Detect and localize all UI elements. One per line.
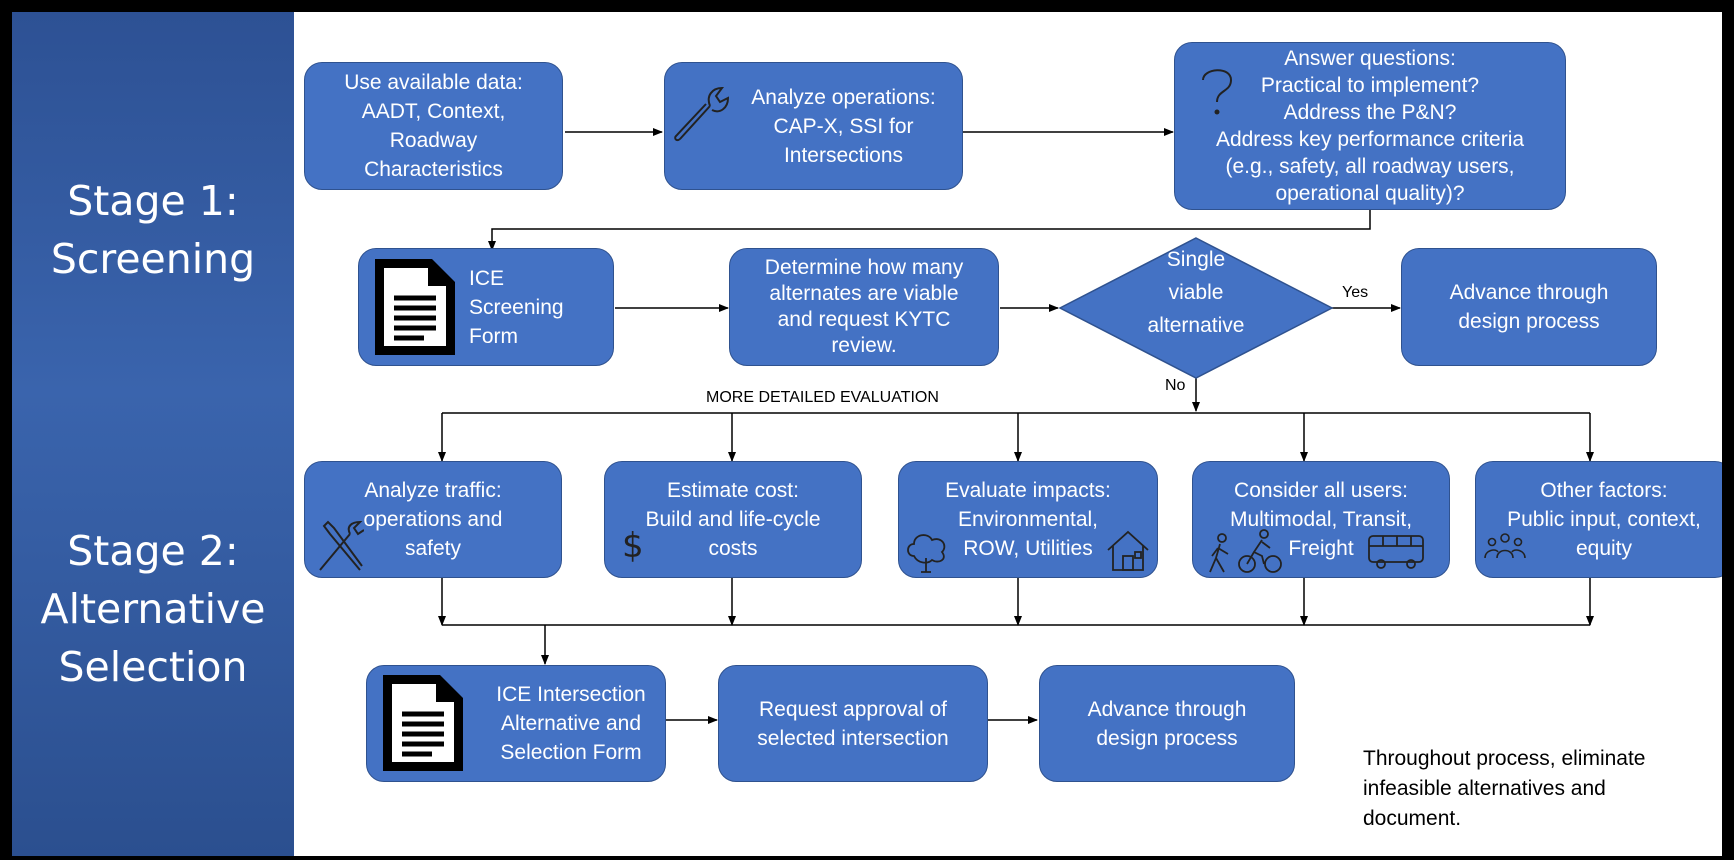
advance-box-stage1: Advance through design process	[1401, 248, 1657, 366]
approval-box: Request approval of selected intersectio…	[718, 665, 988, 782]
impacts-text: Evaluate impacts: Environmental, ROW, Ut…	[945, 479, 1111, 560]
approval-text: Request approval of selected intersectio…	[757, 697, 949, 750]
decision-text: Single viable alternative	[1147, 248, 1245, 337]
bus-icon	[1368, 535, 1424, 569]
advance-box-stage2: Advance through design process	[1039, 665, 1295, 782]
screening-form-text: ICE Screening Form	[469, 266, 564, 348]
question-icon	[1202, 69, 1233, 115]
cost-box: Estimate cost: Build and life-cycle cost…	[604, 461, 862, 578]
pedestrian-icon	[1209, 533, 1229, 573]
people-icon	[1484, 533, 1526, 559]
use-data-box: Use available data: AADT, Context, Roadw…	[304, 62, 563, 190]
document-icon	[375, 259, 455, 355]
determine-text: Determine how many alternates are viable…	[764, 256, 964, 357]
house-icon	[1107, 530, 1149, 571]
cost-text: Estimate cost: Build and life-cycle cost…	[645, 479, 821, 560]
no-label: No	[1165, 377, 1186, 394]
diagram-canvas: Stage 1: Screening Stage 2: Alternative …	[12, 12, 1722, 856]
analyze-ops-text: Analyze operations: CAP-X, SSI for Inter…	[751, 85, 936, 167]
selection-form-text: ICE Intersection Alternative and Selecti…	[496, 683, 646, 764]
analyze-ops-box: Analyze operations: CAP-X, SSI for Inter…	[664, 62, 963, 190]
other-factors-text: Other factors: Public input, context, eq…	[1507, 479, 1701, 560]
wrench-icon	[674, 86, 730, 142]
users-box: Consider all users: Multimodal, Transit,…	[1192, 461, 1450, 578]
arrow-questions-to-form	[488, 210, 1371, 251]
stage1-label: Stage 1: Screening	[50, 177, 256, 283]
cyclist-icon	[1238, 529, 1282, 573]
stage-sidebar: Stage 1: Screening Stage 2: Alternative …	[12, 12, 294, 856]
evaluation-label: MORE DETAILED EVALUATION	[706, 389, 939, 406]
determine-box: Determine how many alternates are viable…	[729, 248, 999, 366]
users-text: Consider all users: Multimodal, Transit,…	[1229, 479, 1413, 560]
wrench-screwdriver-icon	[319, 520, 364, 571]
process-note: Throughout process, eliminate infeasible…	[1363, 747, 1646, 830]
advance-text-stage1: Advance through design process	[1449, 281, 1609, 333]
advance-text-stage2: Advance through design process	[1087, 697, 1247, 750]
questions-box: Answer questions: Practical to implement…	[1174, 42, 1566, 210]
connector-lines	[438, 128, 1594, 724]
traffic-box: Analyze traffic: operations and safety	[304, 461, 562, 578]
stage2-label: Stage 2: Alternative Selection	[40, 527, 266, 691]
use-data-text: Use available data: AADT, Context, Roadw…	[344, 71, 523, 181]
other-factors-box: Other factors: Public input, context, eq…	[1475, 461, 1722, 578]
yes-label: Yes	[1342, 284, 1369, 301]
tree-icon	[907, 534, 946, 573]
impacts-box: Evaluate impacts: Environmental, ROW, Ut…	[898, 461, 1158, 578]
decision-diamond	[1058, 237, 1334, 379]
dollar-icon: $	[622, 526, 644, 566]
traffic-text: Analyze traffic: operations and safety	[363, 479, 503, 560]
document-icon-2	[383, 675, 463, 771]
questions-text: Answer questions: Practical to implement…	[1215, 47, 1525, 205]
